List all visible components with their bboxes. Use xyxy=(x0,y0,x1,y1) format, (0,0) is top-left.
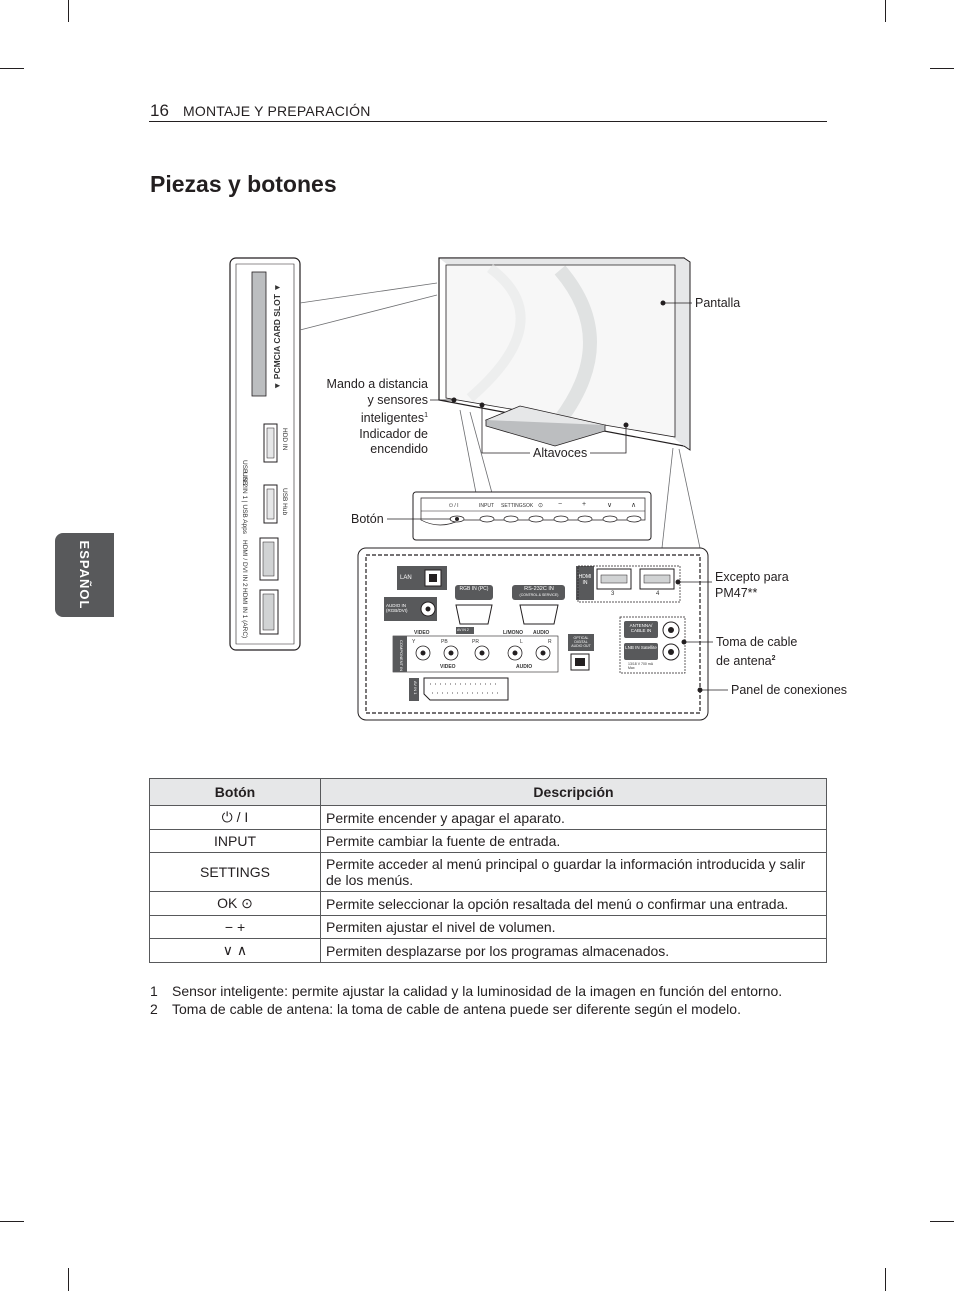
pcmcia-label: ▼ PCMCIA CARD SLOT ▼ xyxy=(272,283,282,390)
btn-minus-icon: − xyxy=(558,501,563,508)
rs232-label: RS-232C IN xyxy=(524,586,554,592)
pcmcia-slot xyxy=(251,271,267,397)
button-bar xyxy=(412,491,652,541)
page-number: 16 xyxy=(150,101,169,120)
btn-plus-icon: + xyxy=(582,501,587,508)
optical-label: OPTICAL DIGITAL AUDIO OUT xyxy=(571,636,591,648)
btn-power-label: ⏻ / I xyxy=(449,503,459,509)
tv-screen xyxy=(445,264,676,438)
table-cell-description: Permite seleccionar la opción resaltada … xyxy=(320,891,827,916)
table-cell-button: SETTINGS xyxy=(149,852,321,892)
crop-mark xyxy=(0,68,24,69)
hdmi1-label: HDMI IN 1 (ARC) xyxy=(241,588,248,639)
side-connector-panel xyxy=(229,257,301,651)
audio-in-label: AUDIO IN (RGB/DVI) xyxy=(386,603,408,613)
pb-label: PB xyxy=(441,639,448,645)
table-cell-button: OK ⊙ xyxy=(149,891,321,916)
btn-settings-label: SETTINGS xyxy=(501,503,527,509)
l-mono-label: L/MONO xyxy=(503,630,523,636)
usb-hub-label: USB Hub xyxy=(281,488,288,516)
lan-label: LAN xyxy=(400,575,412,581)
btn-ok-icon: ⊙ xyxy=(538,503,544,509)
table-header-row: Botón Descripción xyxy=(149,778,827,806)
crop-mark xyxy=(930,68,954,69)
btn-input-label: INPUT xyxy=(479,503,494,509)
crop-mark xyxy=(885,1268,886,1291)
table-header-description: Descripción xyxy=(320,778,827,806)
label-panel: Panel de conexiones xyxy=(731,683,848,697)
table-cell-description: Permiten desplazarse por los programas a… xyxy=(320,938,827,963)
video2-label: VIDEO xyxy=(440,664,456,670)
label-pantalla: Pantalla xyxy=(695,296,741,310)
rear-connector-panel xyxy=(357,547,709,721)
l-label: L xyxy=(520,639,523,645)
label-mando: Mando a distancia y sensores inteligente… xyxy=(326,377,428,457)
hdd-label: HDD IN xyxy=(281,428,288,451)
component-label: COMPONENT IN xyxy=(399,640,404,672)
r-label: R xyxy=(548,639,552,645)
hdmi4-label: 4 xyxy=(656,591,660,597)
crop-mark xyxy=(0,1221,24,1222)
tv-body xyxy=(438,257,691,451)
table-cell-button: ⏻ / I xyxy=(149,805,321,830)
hdmi2-label: HDMI / DVI IN 2 xyxy=(241,540,248,587)
av-in1-label: AV IN 1 xyxy=(413,681,418,695)
btn-ok-label: OK xyxy=(526,503,534,509)
lnb-label: LNB IN Satellite xyxy=(625,645,657,650)
table-cell-description: Permite encender y apagar el aparato. xyxy=(320,805,827,830)
usb1-label: USB IN 1 | USB Apps xyxy=(241,472,248,535)
label-boton: Botón xyxy=(351,512,384,526)
rs232-sub-label: (CONTROL & SERVICE) xyxy=(519,593,559,597)
table-cell-button: INPUT xyxy=(149,829,321,853)
rgb-in-label: RGB IN (PC) xyxy=(459,586,489,592)
hdmi3-label: 3 xyxy=(611,591,615,597)
table-cell-description: Permite cambiar la fuente de entrada. xyxy=(320,829,827,853)
table-row: ∨ ∧Permiten desplazarse por los programa… xyxy=(149,938,827,963)
table-row: − +Permiten ajustar el nivel de volumen. xyxy=(149,915,827,939)
table-cell-description: Permiten ajustar el nivel de volumen. xyxy=(320,915,827,939)
y-label: Y xyxy=(412,639,416,645)
table-cell-description: Permite acceder al menú principal o guar… xyxy=(320,852,827,892)
btn-down-icon: ∨ xyxy=(607,502,613,509)
label-toma-antena: Toma de cable de antena2 xyxy=(716,635,798,668)
tv-diagram xyxy=(229,257,728,721)
language-tab: ESPAÑOL xyxy=(55,533,114,617)
header-rule xyxy=(149,121,827,122)
crop-mark xyxy=(930,1221,954,1222)
table-cell-button: ∨ ∧ xyxy=(149,938,321,963)
section-title: MONTAJE Y PREPARACIÓN xyxy=(183,103,371,119)
btn-up-icon: ∧ xyxy=(631,502,637,509)
lnb-sub-label: 13/18 V 700 mA Max xyxy=(628,662,653,670)
label-altavoces: Altavoces xyxy=(533,446,588,460)
page-title: Piezas y botones xyxy=(150,171,337,197)
table-header-button: Botón xyxy=(149,778,321,806)
table-row: OK ⊙Permite seleccionar la opción resalt… xyxy=(149,891,827,916)
audio-label: AUDIO xyxy=(533,630,550,636)
antenna-label: ANTENNA/ CABLE IN xyxy=(629,623,653,633)
video-label: VIDEO xyxy=(414,630,430,636)
pr-label: PR xyxy=(472,639,479,645)
audio2-label: AUDIO xyxy=(516,664,533,670)
label-excepto: Excepto para PM47** xyxy=(715,570,789,600)
crop-mark xyxy=(68,0,69,22)
av-in2-label: AV IN 2 xyxy=(457,628,469,632)
hdmi-in-label: HDMI IN xyxy=(578,574,592,586)
table-cell-button: − + xyxy=(149,915,321,939)
crop-mark xyxy=(68,1268,69,1291)
crop-mark xyxy=(885,0,886,22)
